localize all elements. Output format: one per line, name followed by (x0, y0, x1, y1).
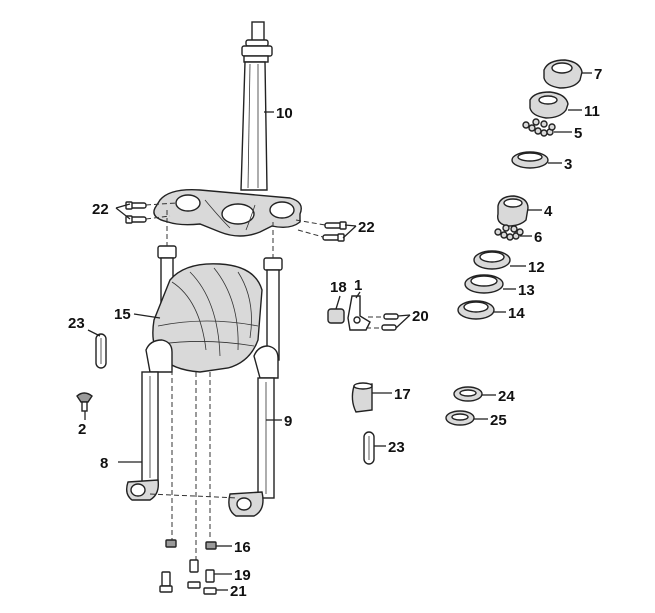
screw-part (76, 392, 93, 412)
fork-leg-right-part (228, 345, 279, 517)
callout-5: 5 (574, 125, 582, 142)
callout-23-right: 23 (388, 439, 405, 456)
bolts-pair-part (366, 313, 399, 331)
callout-7: 7 (594, 66, 602, 83)
callout-12: 12 (528, 259, 545, 276)
triple-clamp-part (153, 189, 302, 237)
callout-24: 24 (498, 388, 515, 405)
fork-leg-left-part (125, 339, 173, 501)
nut-7-part (543, 59, 583, 89)
callout-8: 8 (100, 455, 108, 472)
callout-17: 17 (394, 386, 411, 403)
bottom-bolts-part (159, 539, 217, 595)
steering-stem-part (240, 21, 273, 191)
callout-16: 16 (234, 539, 251, 556)
seal-25-part (445, 410, 475, 426)
race-4-part (497, 195, 529, 227)
bracket-part (347, 295, 371, 331)
callout-25: 25 (490, 412, 507, 429)
callout-19: 19 (234, 567, 251, 584)
callout-13: 13 (518, 282, 535, 299)
seal-24-part (453, 386, 483, 402)
callout-6: 6 (534, 229, 542, 246)
callout-14: 14 (508, 305, 525, 322)
front-fender-part (152, 263, 263, 373)
leader-lines (84, 72, 592, 591)
balls-5-part (522, 118, 556, 137)
callout-21: 21 (230, 583, 247, 600)
race-12-part (473, 250, 511, 270)
callout-18: 18 (330, 279, 347, 296)
callout-3: 3 (564, 156, 572, 173)
callout-2: 2 (78, 421, 86, 438)
clip-left-part (95, 333, 107, 369)
callout-labels: 10 7 11 5 3 4 6 12 13 14 22 22 18 1 20 1… (68, 66, 602, 600)
race-3-part (511, 151, 549, 169)
callout-22-left: 22 (92, 201, 109, 218)
bolts-right-part (295, 219, 347, 242)
callout-20: 20 (412, 308, 429, 325)
callout-9: 9 (284, 413, 292, 430)
bolts-left-part (125, 201, 177, 224)
callout-22-right: 22 (358, 219, 375, 236)
sleeve-part (351, 382, 373, 413)
callout-4: 4 (544, 203, 553, 220)
balls-6-part (494, 224, 524, 241)
callout-23-left: 23 (68, 315, 85, 332)
clip-right-part (363, 431, 375, 465)
callout-10: 10 (276, 105, 293, 122)
bushing-part (327, 308, 345, 324)
race-14-part (457, 300, 495, 320)
race-13-part (464, 274, 504, 294)
callout-1: 1 (354, 277, 362, 294)
callout-15: 15 (114, 306, 131, 323)
nut-11-part (529, 91, 569, 119)
callout-11: 11 (584, 103, 600, 120)
fork-tube-right-part (263, 222, 283, 361)
